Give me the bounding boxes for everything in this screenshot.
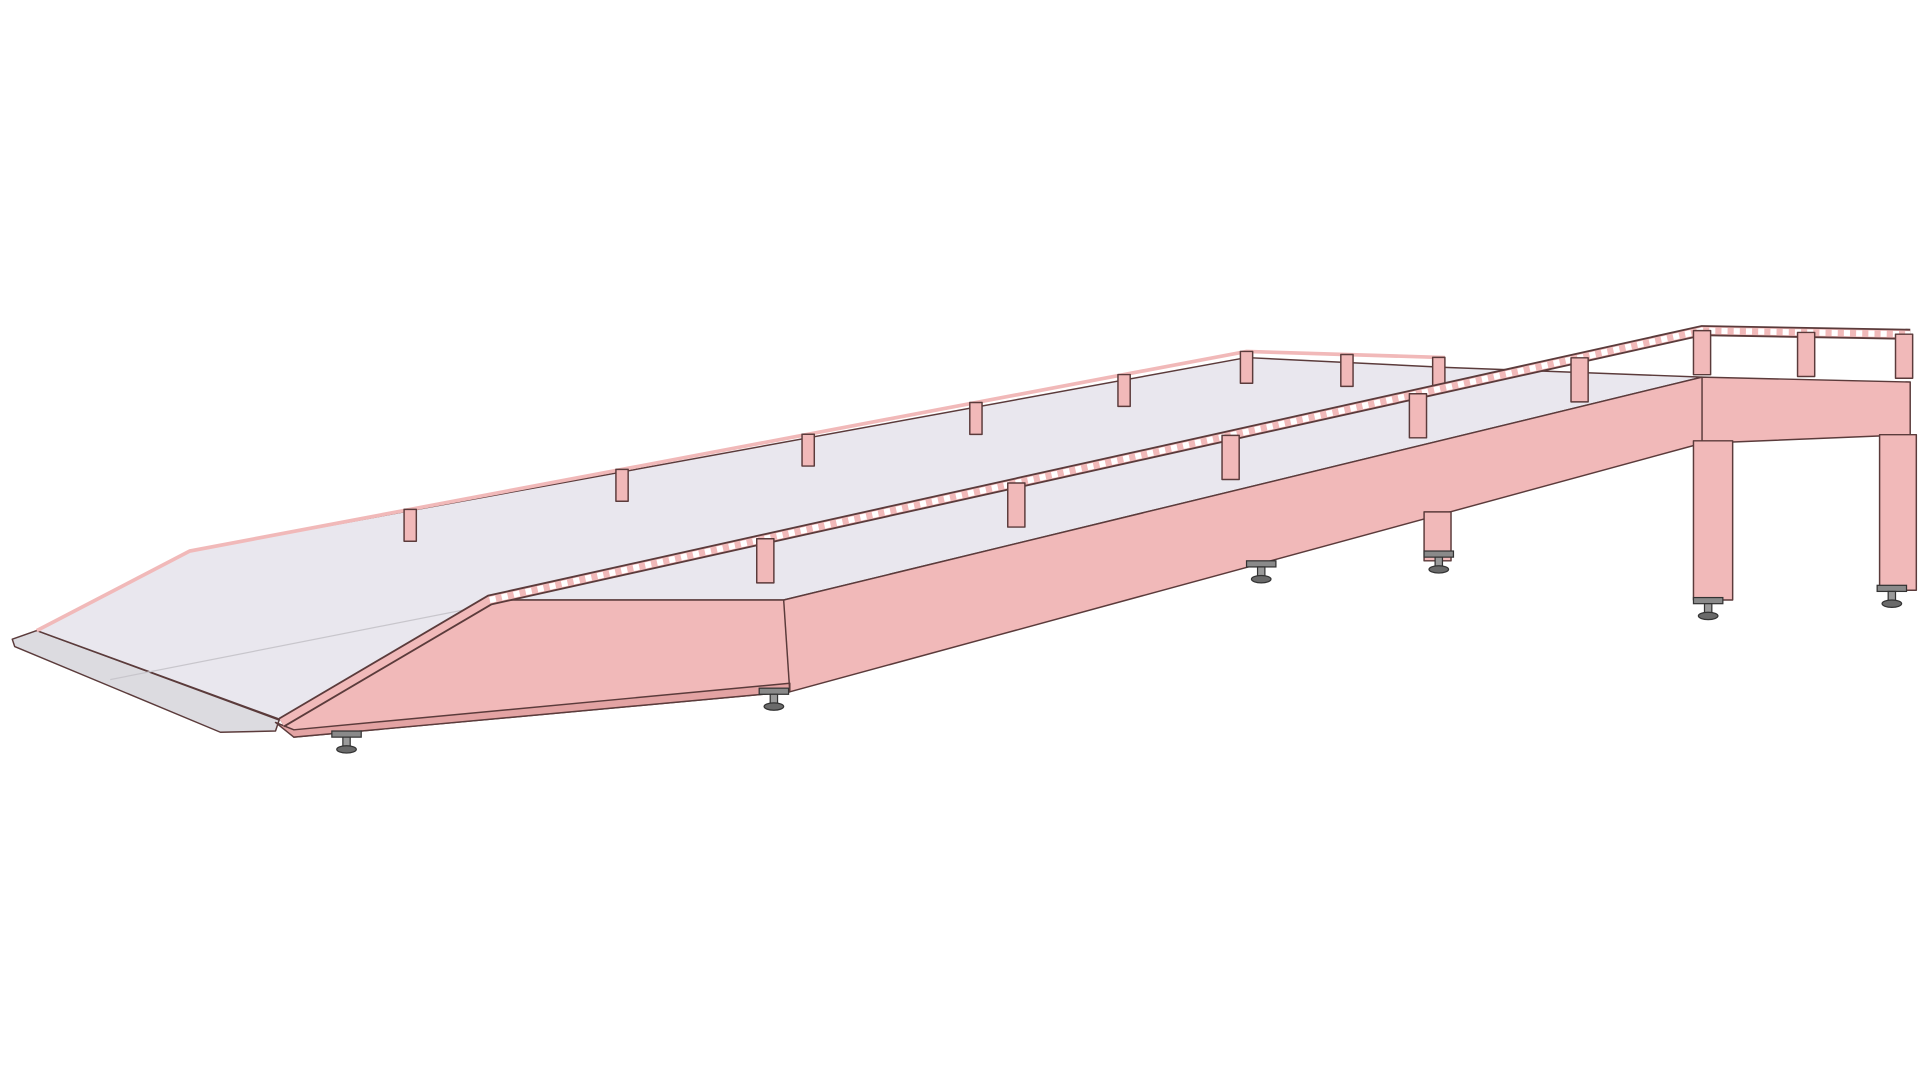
handrail-post [1408, 393, 1428, 439]
handrail-post [1239, 350, 1254, 385]
leveling-foot [1692, 596, 1724, 621]
handrail-post [1007, 482, 1026, 528]
support-column [1692, 440, 1734, 601]
handrail-post [1117, 373, 1131, 408]
handrail-post [1692, 329, 1712, 376]
leveling-foot [1423, 550, 1455, 574]
leveling-foot [331, 730, 362, 754]
support-column [1878, 433, 1918, 591]
near-handrail-posts [756, 329, 1914, 584]
beam-joint [782, 599, 791, 692]
handrail-post [756, 538, 775, 584]
handrail-post [969, 401, 983, 436]
handrail-post [1340, 353, 1354, 388]
handrail-post [1894, 333, 1914, 379]
deck-seam [110, 599, 515, 681]
leveling-foot [758, 687, 790, 711]
handrail-post [1570, 357, 1589, 403]
handrail-post [801, 433, 816, 467]
leveling-foot [1876, 584, 1908, 608]
leveling-foot [1245, 560, 1277, 584]
handrail-post [403, 508, 418, 542]
handrail-post [1796, 331, 1816, 378]
handrail-post [1221, 434, 1240, 481]
leveling-feet [331, 550, 1908, 754]
far-handrail-posts [403, 350, 1446, 542]
handrail-post [615, 468, 629, 502]
